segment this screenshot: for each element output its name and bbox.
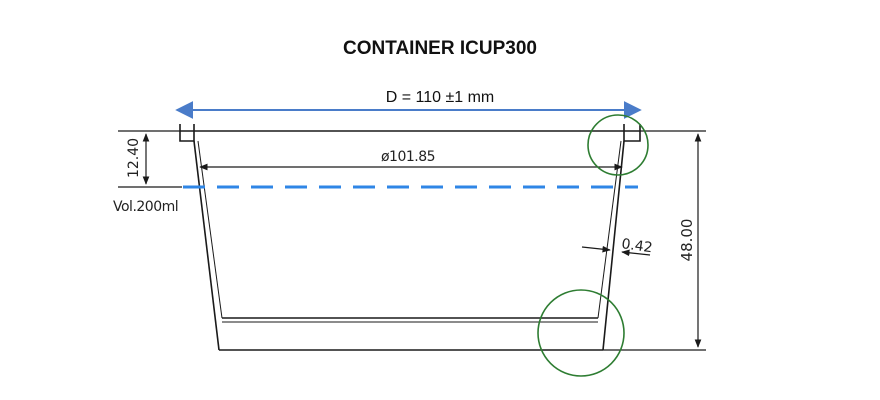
page-title: CONTAINER ICUP300	[343, 38, 537, 59]
rim-detail-circle	[587, 114, 649, 176]
wall-thickness-callout	[581, 245, 651, 257]
fill-height-dimension	[118, 130, 182, 188]
base-detail-circle	[537, 289, 625, 377]
fill-volume-label: Vol.200ml	[113, 199, 178, 215]
fill-height-label: 12.40	[126, 138, 142, 178]
outer-diameter-label: D = 110 ±1 mm	[386, 89, 495, 106]
height-label: 48.00	[678, 219, 696, 262]
inner-diameter-label: ø101.85	[381, 149, 435, 165]
container-outline	[179, 124, 641, 351]
wall-thickness-label: 0.42	[620, 236, 653, 256]
